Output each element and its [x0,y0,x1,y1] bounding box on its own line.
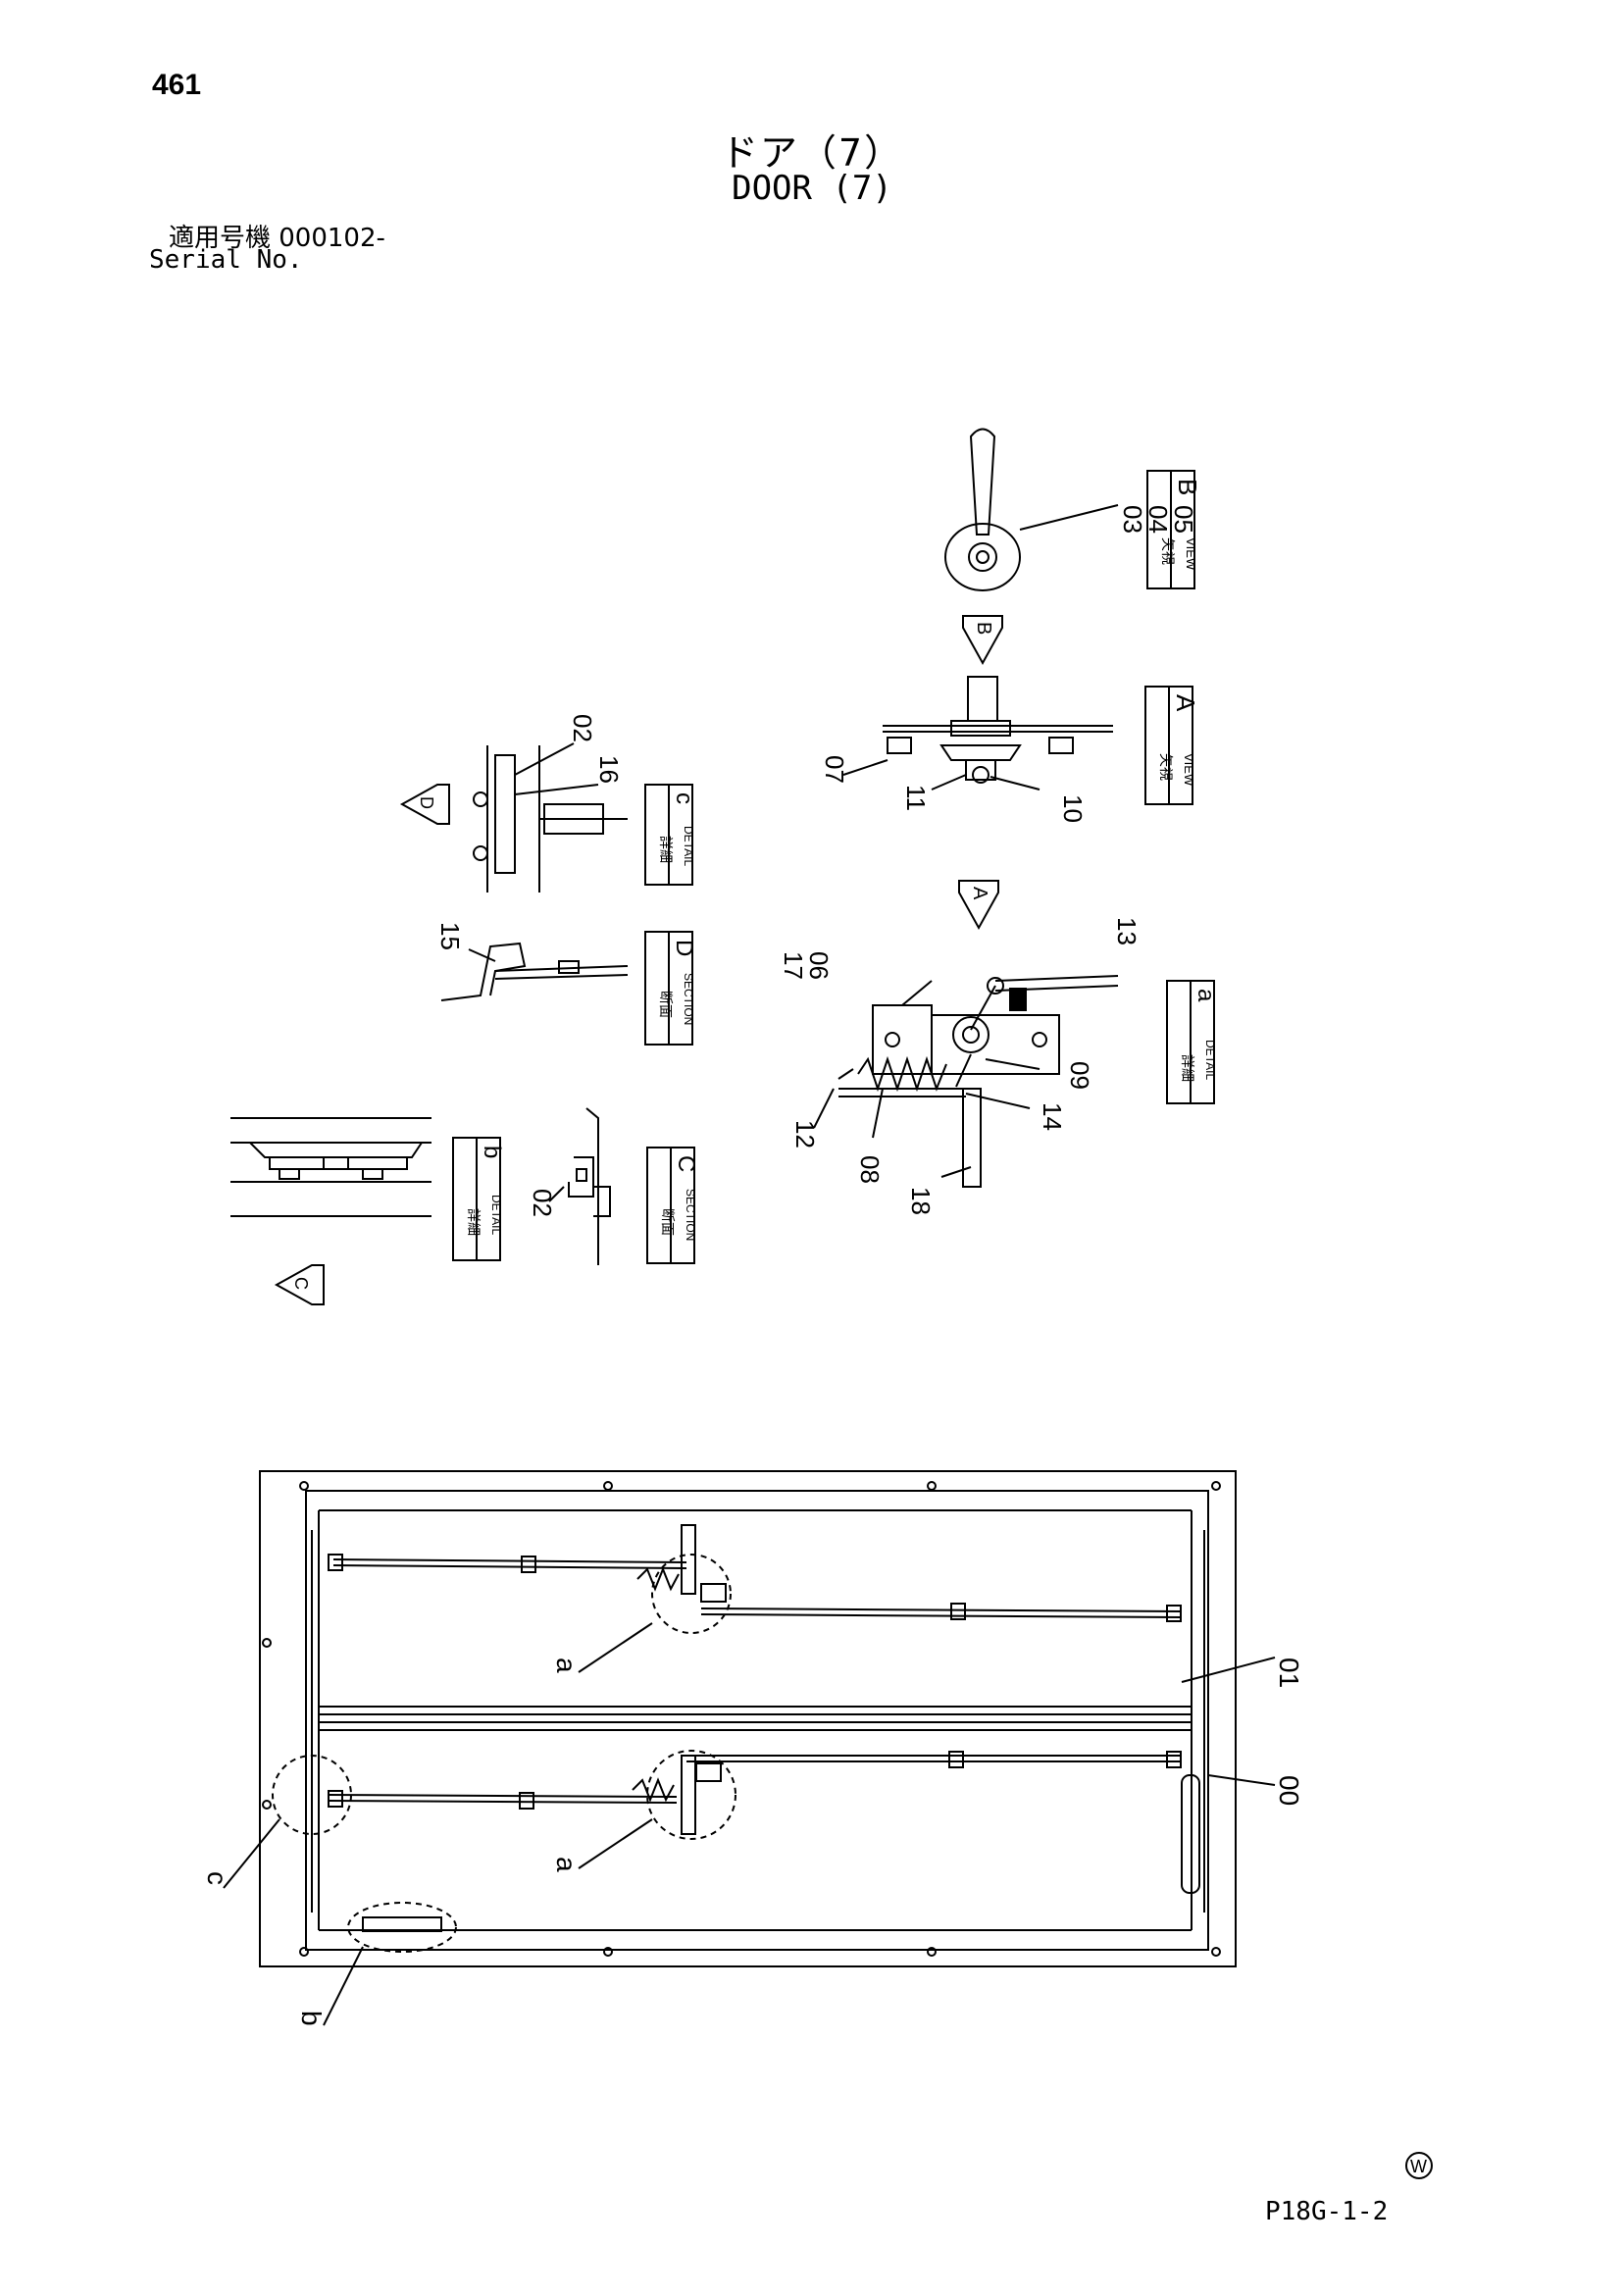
callout-15: 15 [435,922,465,950]
callout-02-section-c: 02 [528,1189,557,1217]
svg-text:C: C [673,1155,699,1172]
detail-c-hinge-drawing [473,742,628,893]
callout-10: 10 [1058,794,1088,823]
callout-06: 06 [804,951,834,980]
label-detail-b: 詳細 DETAIL b [452,1137,505,1261]
label-detail-a: 詳細 DETAIL a [1166,980,1219,1104]
svg-text:D: D [417,796,436,809]
svg-text:DETAIL: DETAIL [489,1195,503,1235]
label-detail-c: 詳細 DETAIL c [644,784,697,886]
callout-16: 16 [594,755,624,784]
view-arrow-a-icon: A [958,880,999,931]
page-title-japanese: ドア（7） [720,131,904,175]
section-d-drawing [440,942,629,1001]
view-a-lock-drawing [842,676,1113,791]
view-b-handle-drawing [944,428,1119,591]
svg-text:A: A [1171,694,1200,712]
svg-text:詳細: 詳細 [658,836,674,863]
label-section-c: 断面 SECTION C [646,1147,699,1264]
callout-14: 14 [1038,1102,1067,1131]
callout-a-upper: a [551,1658,582,1673]
page-title-english: DOOR (7) [732,169,892,208]
svg-text:03: 03 [1118,505,1147,534]
door-assembly-drawing [223,1470,1276,2026]
svg-text:VIEW: VIEW [1182,753,1196,787]
maker-mark-icon: W [1405,2152,1433,2179]
callout-a-lower: a [551,1857,582,1872]
view-arrow-d-icon: D [399,784,450,825]
label-view-a: 矢視 VIEW A [1144,686,1200,805]
serial-label-japanese: 適用号機 000102- [169,224,385,253]
serial-label-english: Serial No. [149,245,303,275]
svg-text:D: D [671,940,697,956]
svg-text:DETAIL: DETAIL [1203,1040,1217,1080]
view-arrow-b-icon: B [962,615,1003,666]
figure-code: P18G-1-2 [1265,2197,1389,2226]
callout-08: 08 [855,1155,885,1184]
svg-text:DETAIL: DETAIL [682,826,695,866]
callout-01: 01 [1274,1658,1304,1688]
svg-text:W: W [1410,2157,1427,2176]
svg-text:a: a [1193,989,1219,1002]
callout-17: 17 [779,951,808,980]
callout-13: 13 [1112,917,1142,945]
svg-text:C: C [291,1277,311,1290]
label-view-b: 矢視 VIEW B [1146,470,1202,589]
svg-text:B: B [1173,479,1202,495]
section-c-drawing [548,1107,611,1265]
svg-text:B: B [973,622,994,635]
svg-text:詳細: 詳細 [1180,1054,1195,1082]
svg-text:断面: 断面 [658,991,674,1018]
callout-c: c [202,1871,232,1885]
callout-07: 07 [820,755,849,784]
svg-text:b: b [479,1146,505,1158]
svg-text:VIEW: VIEW [1184,537,1198,571]
svg-text:矢視: 矢視 [1160,537,1176,565]
svg-text:c: c [671,792,697,804]
callout-12: 12 [790,1120,820,1148]
callout-09: 09 [1065,1061,1094,1090]
svg-text:SECTION: SECTION [682,973,695,1025]
callout-03-04-05: 03 04 05 [1118,505,1198,534]
svg-text:SECTION: SECTION [684,1189,697,1241]
callout-11: 11 [901,785,931,811]
svg-text:断面: 断面 [660,1208,676,1236]
svg-text:矢視: 矢視 [1158,753,1174,781]
detail-a-latch-drawing [813,975,1119,1188]
svg-text:A: A [969,887,990,900]
callout-18: 18 [906,1187,936,1215]
detail-b-drawing [230,1117,431,1217]
label-section-d: 断面 SECTION D [644,931,697,1046]
view-arrow-c-icon: C [274,1264,325,1305]
page-number: 461 [152,69,202,101]
callout-02-detail-c: 02 [568,714,597,742]
svg-text:詳細: 詳細 [466,1208,482,1236]
callout-b: b [296,2011,327,2026]
callout-00: 00 [1274,1775,1304,1806]
